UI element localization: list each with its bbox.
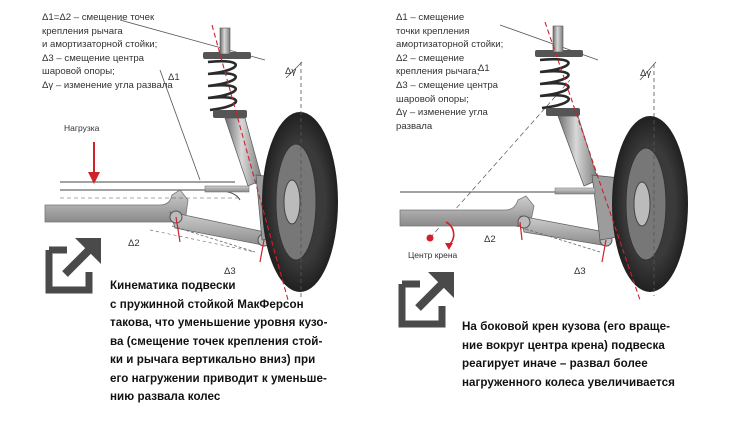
right-legend-line: развала — [396, 120, 433, 132]
load-arrow-icon — [88, 142, 100, 184]
left-caption: Кинематика подвески с пружинной стойкой … — [110, 277, 327, 407]
left-control-arm — [169, 211, 269, 247]
roll-center-point — [426, 234, 434, 242]
left-label-d1: Δ1 — [168, 72, 180, 83]
left-label-d2: Δ2 — [128, 238, 140, 249]
left-legend-line: шаровой опоры; — [42, 66, 115, 78]
rotation-arrow-icon — [445, 221, 455, 250]
right-tie-rod — [554, 187, 596, 195]
left-caption-line: такова, что уменьшение уровня кузо- — [110, 316, 328, 329]
right-rim-center — [633, 181, 651, 227]
right-d3-marker — [601, 239, 607, 263]
left-spring-top-seat — [203, 52, 251, 59]
right-legend: Δ1 – смещение точки крепления амортизато… — [396, 11, 503, 133]
left-legend-line: Δγ – изменение угла развала — [42, 79, 173, 91]
right-caption-line: ние вокруг центра крена) подвеска — [462, 338, 665, 352]
left-label-d3: Δ3 — [224, 266, 236, 277]
right-coil-spring — [539, 57, 571, 110]
right-caption-line: нагруженного колеса увеличивается — [462, 375, 675, 389]
right-legend-line: шаровой опоры; — [396, 93, 469, 105]
right-legend-line: точки крепления — [396, 25, 470, 37]
left-legend-line: Δ3 – смещение центра — [42, 52, 145, 64]
right-spring-top-seat — [535, 50, 583, 57]
left-caption-line: его нагружении приводит к уменьше- — [110, 371, 327, 385]
right-label-d1: Δ1 — [478, 63, 490, 74]
external-link-icon[interactable] — [45, 236, 103, 294]
left-coil-spring — [207, 59, 238, 112]
left-strut-rod — [219, 27, 231, 55]
left-label-dg: Δγ — [285, 66, 296, 77]
right-legend-line: Δγ – изменение угла — [396, 107, 488, 119]
left-legend: Δ1=Δ2 – смещение точек крепления рычага … — [42, 11, 173, 93]
left-caption-line: Кинематика подвески — [110, 279, 236, 292]
left-legend-line: крепления рычага — [42, 25, 123, 37]
right-strut-axis-line — [544, 21, 641, 301]
right-legend-line: Δ1 – смещение — [396, 12, 465, 23]
roll-center-label: Центр крена — [408, 250, 458, 260]
right-strut-rod — [552, 25, 564, 53]
right-legend-line: амортизаторной стойки; — [396, 39, 504, 51]
right-d2-marker — [519, 221, 523, 241]
right-legend-line: Δ2 – смещение — [396, 52, 465, 64]
left-d2-marker — [175, 216, 181, 243]
right-caption: На боковой крен кузова (его враще- ние в… — [462, 318, 675, 392]
right-legend-line: крепления рычага; — [396, 66, 480, 78]
right-label-dg: Δγ — [640, 68, 651, 79]
right-label-d3: Δ3 — [574, 266, 586, 277]
right-spring-bottom-seat — [546, 108, 580, 116]
right-camber-arrow — [639, 61, 657, 81]
load-label: Нагрузка — [64, 123, 100, 133]
left-tie-rod — [204, 185, 250, 193]
left-camber-arrow — [285, 61, 303, 79]
left-caption-line: с пружинной стойкой МакФерсон — [110, 297, 304, 311]
left-suspension: Нагрузка Δ1 Δ2 Δ3 Δγ — [44, 19, 338, 301]
left-body-side-line — [159, 69, 201, 181]
left-caption-line: ва (смещение точек крепления стой- — [110, 334, 323, 348]
left-caption-line: ки и рычага вертикально вниз) при — [110, 353, 316, 366]
right-arm-bushing — [517, 215, 531, 229]
right-legend-line: Δ3 – смещение центра — [396, 79, 499, 91]
left-d3-marker — [259, 239, 265, 263]
right-subframe — [399, 195, 535, 227]
left-legend-line: и амортизаторной стойки; — [42, 39, 158, 51]
left-rim-center — [283, 179, 301, 225]
left-legend-line: Δ1=Δ2 – смещение точек — [42, 12, 155, 23]
right-caption-line: На боковой крен кузова (его враще- — [462, 320, 671, 333]
right-suspension: Центр крена Δ1 Δ2 Δ3 Δγ — [399, 21, 688, 301]
left-spring-bottom-seat — [213, 110, 247, 118]
right-caption-line: реагирует иначе – развал более — [462, 357, 648, 370]
left-caption-line: нию развала колес — [110, 390, 221, 403]
left-arm-displaced — [171, 225, 256, 253]
left-subframe — [44, 189, 189, 223]
right-label-d2: Δ2 — [484, 234, 496, 245]
external-link-icon[interactable] — [398, 270, 456, 328]
